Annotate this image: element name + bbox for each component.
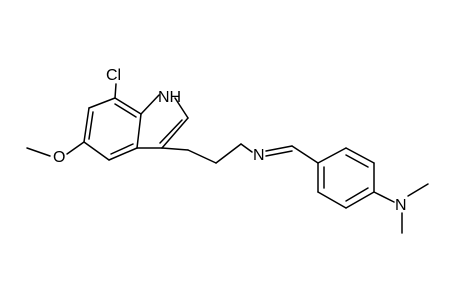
bond bbox=[114, 83, 117, 99]
bond bbox=[174, 97, 189, 119]
bond bbox=[114, 97, 142, 115]
bond bbox=[345, 147, 375, 164]
double-bond bbox=[110, 143, 134, 155]
bond bbox=[136, 113, 142, 149]
bond bbox=[317, 191, 347, 209]
double-bond bbox=[265, 150, 293, 157]
bond bbox=[26, 147, 51, 157]
bond bbox=[140, 94, 160, 115]
bond bbox=[240, 143, 253, 153]
bond bbox=[265, 145, 293, 152]
bond bbox=[187, 149, 217, 164]
double-bond bbox=[88, 111, 94, 140]
double-bond bbox=[345, 154, 369, 168]
double-bond bbox=[345, 187, 369, 202]
bond bbox=[161, 147, 189, 151]
bond bbox=[317, 147, 347, 164]
bond bbox=[373, 191, 395, 203]
imine-nitrogen-label: N bbox=[253, 147, 265, 164]
bond bbox=[83, 107, 90, 143]
chlorine-label: Cl bbox=[106, 67, 121, 84]
bond bbox=[66, 141, 85, 155]
oxygen-label: O bbox=[53, 149, 65, 166]
bond bbox=[345, 191, 375, 209]
bond bbox=[161, 117, 189, 149]
bond bbox=[83, 141, 110, 161]
double-bond bbox=[159, 119, 183, 144]
bond bbox=[291, 145, 319, 164]
amine-nitrogen-label: N bbox=[395, 197, 407, 214]
nh-label: NH bbox=[158, 89, 181, 106]
double-bond bbox=[114, 103, 137, 118]
bond bbox=[215, 143, 242, 164]
bond bbox=[407, 183, 429, 197]
bond bbox=[108, 147, 138, 161]
bond bbox=[88, 97, 116, 109]
